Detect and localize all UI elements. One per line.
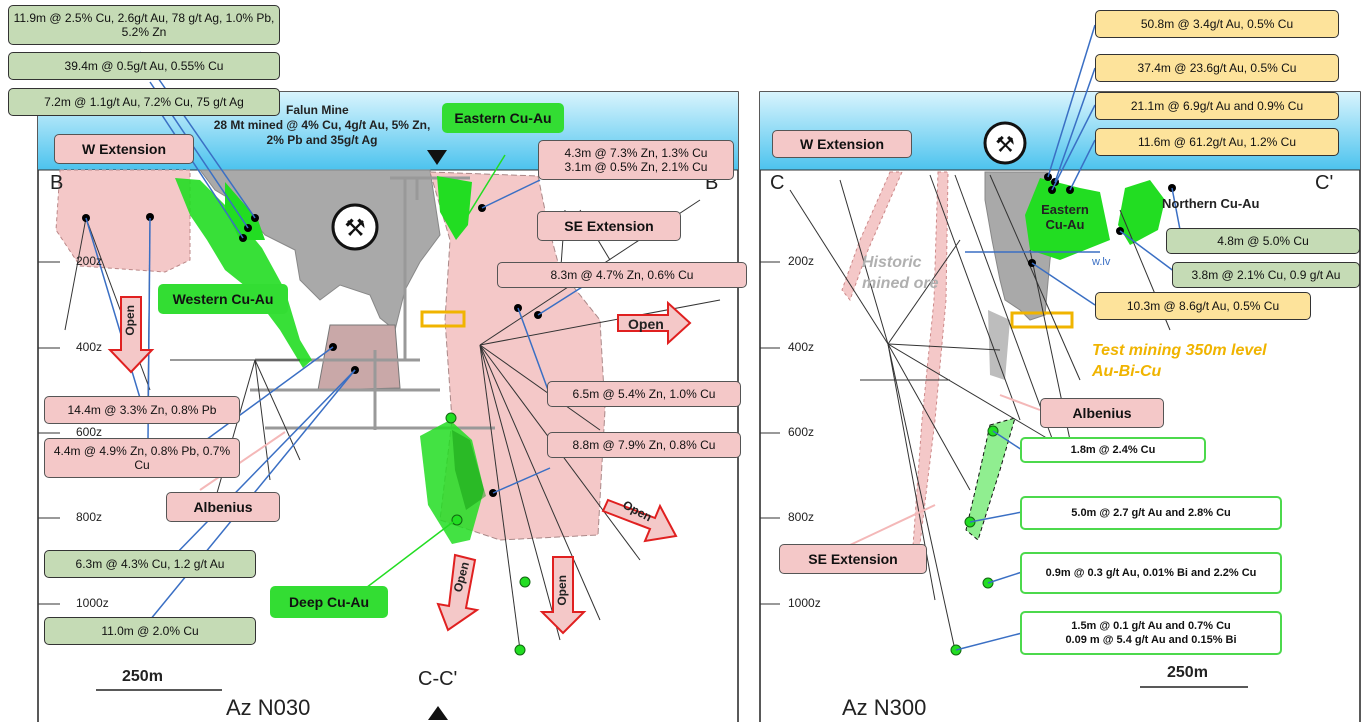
depth-label: 1000z xyxy=(76,596,109,610)
albenius-label: Albenius xyxy=(1040,398,1164,428)
svg-text:⚒: ⚒ xyxy=(344,214,366,242)
test-mining-label: Test mining 350m level Au-Bi-Cu xyxy=(1092,342,1267,380)
intercept-label: 6.3m @ 4.3% Cu, 1.2 g/t Au xyxy=(44,550,256,578)
western-cu-au-label: Western Cu-Au xyxy=(158,284,288,314)
intercept-label: 50.8m @ 3.4g/t Au, 0.5% Cu xyxy=(1095,10,1339,38)
deep-cu-au-label: Deep Cu-Au xyxy=(270,586,388,618)
depth-label: 800z xyxy=(76,510,103,524)
depth-label: 400z xyxy=(788,340,815,354)
intercept-label: 1.5m @ 0.1 g/t Au and 0.7% Cu xyxy=(1071,620,1231,632)
historic-mined-ore-label: Historic mined ore xyxy=(862,254,939,292)
intercept-label: 37.4m @ 23.6g/t Au, 0.5% Cu xyxy=(1095,54,1339,82)
depth-label: 600z xyxy=(76,425,103,439)
left-panel-title: Az N030 xyxy=(226,695,311,720)
mine-stats: 28 Mt mined @ 4% Cu, 4g/t Au, 5% Zn, 2% … xyxy=(213,118,431,147)
intercept-label: 39.4m @ 0.5g/t Au, 0.55% Cu xyxy=(8,52,280,80)
section-end-c: C' xyxy=(1315,172,1334,194)
intercept-label: 21.1m @ 6.9g/t Au and 0.9% Cu xyxy=(1095,92,1339,120)
w-extension-zone xyxy=(55,169,191,273)
depth-label: 600z xyxy=(788,425,815,439)
intercept-label: 11.0m @ 2.0% Cu xyxy=(44,617,256,645)
open-arrow-label: Open xyxy=(123,305,137,336)
mine-name: Falun Mine xyxy=(286,103,349,117)
w-extension-label: W Extension xyxy=(772,130,912,158)
depth-label: 200z xyxy=(76,254,103,268)
intercept-label: 8.3m @ 4.7% Zn, 0.6% Cu xyxy=(497,262,747,288)
intercept-label-pair: 1.5m @ 0.1 g/t Au and 0.7% Cu 0.09 m @ 5… xyxy=(1020,611,1282,655)
depth-label: 400z xyxy=(76,340,103,354)
intercept-label: 1.8m @ 2.4% Cu xyxy=(1020,437,1206,463)
albenius-label: Albenius xyxy=(166,492,280,522)
intercept-label: 0.09 m @ 5.4 g/t Au and 0.15% Bi xyxy=(1065,634,1237,646)
section-start-b: B xyxy=(50,172,64,194)
intercept-label: 10.3m @ 8.6g/t Au, 0.5% Cu xyxy=(1095,292,1311,320)
open-arrow-label: Open xyxy=(555,575,569,606)
intercept-label: 4.3m @ 7.3% Zn, 1.3% Cu xyxy=(564,146,708,160)
depth-label: 200z xyxy=(788,254,815,268)
se-extension-label: SE Extension xyxy=(779,544,927,574)
right-panel-title: Az N300 xyxy=(842,695,927,720)
se-extension-label: SE Extension xyxy=(537,211,681,241)
intercept-label: 3.1m @ 0.5% Zn, 2.1% Cu xyxy=(564,160,708,174)
intercept-label: 3.8m @ 2.1% Cu, 0.9 g/t Au xyxy=(1172,262,1360,288)
intercept-label: 4.8m @ 5.0% Cu xyxy=(1166,228,1360,254)
intercept-label: 4.4m @ 4.9% Zn, 0.8% Pb, 0.7% Cu xyxy=(44,438,240,478)
svg-text:⚒: ⚒ xyxy=(995,133,1015,158)
intercept-label: 11.9m @ 2.5% Cu, 2.6g/t Au, 78 g/t Ag, 1… xyxy=(8,5,280,45)
intercept-label: 0.9m @ 0.3 g/t Au, 0.01% Bi and 2.2% Cu xyxy=(1020,552,1282,594)
left-scale-label: 250m xyxy=(122,668,163,685)
intercept-label: 11.6m @ 61.2g/t Au, 1.2% Cu xyxy=(1095,128,1339,156)
open-arrow-label: Open xyxy=(628,316,664,332)
w-extension-label: W Extension xyxy=(54,134,194,164)
cross-section-label: C-C' xyxy=(418,668,458,690)
intercept-label: 14.4m @ 3.3% Zn, 0.8% Pb xyxy=(44,396,240,424)
intercept-label: 7.2m @ 1.1g/t Au, 7.2% Cu, 75 g/t Ag xyxy=(8,88,280,116)
intercept-label: 8.8m @ 7.9% Zn, 0.8% Cu xyxy=(547,432,741,458)
intercept-label: 5.0m @ 2.7 g/t Au and 2.8% Cu xyxy=(1020,496,1282,530)
intercept-label: 6.5m @ 5.4% Zn, 1.0% Cu xyxy=(547,381,741,407)
section-start-c: C xyxy=(770,172,785,194)
right-scale-label: 250m xyxy=(1167,664,1208,681)
northern-cu-au-label: Northern Cu-Au xyxy=(1162,196,1260,211)
depth-label: 1000z xyxy=(788,596,821,610)
depth-label: 800z xyxy=(788,510,815,524)
intercept-label-pair: 4.3m @ 7.3% Zn, 1.3% Cu 3.1m @ 0.5% Zn, … xyxy=(538,140,734,180)
eastern-cu-au-label: Eastern Cu-Au xyxy=(1041,202,1089,232)
wlv-label: w.lv xyxy=(1092,256,1111,268)
eastern-cu-au-label: Eastern Cu-Au xyxy=(442,103,564,133)
